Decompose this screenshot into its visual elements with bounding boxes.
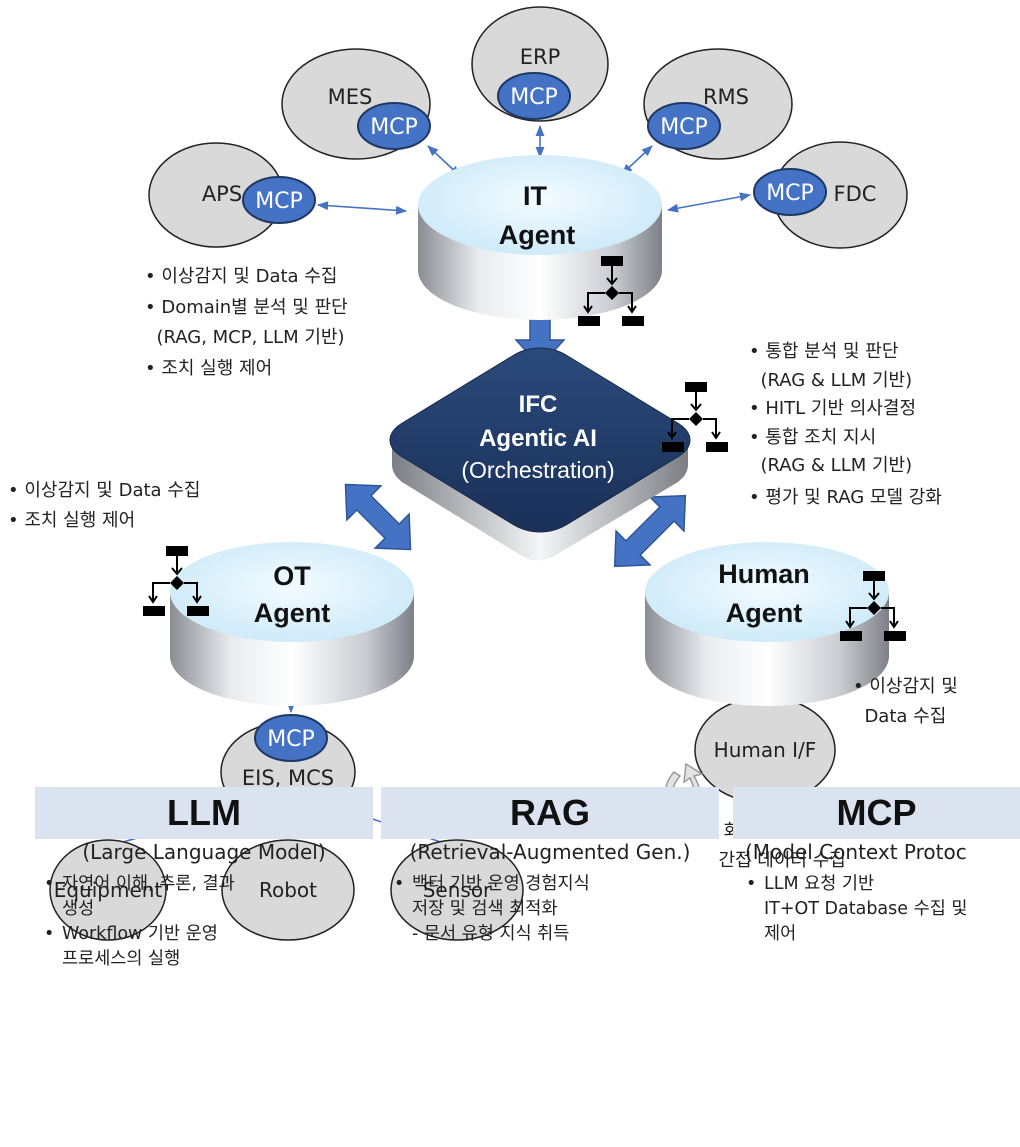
list-item: 자연어 이해, 추론, 결과 생성 [42, 872, 372, 922]
legend-llm-bullets: 자연어 이해, 추론, 결과 생성 Workflow 기반 운영 프로세스의 실… [42, 872, 372, 972]
fdc-system: FDC [772, 141, 908, 249]
thick-arrow-ifc-human [613, 494, 687, 568]
human-if-label: Human I/F [714, 738, 817, 762]
mcp-badge-erp: MCP [497, 72, 571, 120]
list-item: LLM 요청 기반 IT+OT Database 수집 및 제어 [744, 872, 1020, 947]
note-ifc: • 통합 분석 및 판단 (RAG & LLM 기반) • HITL 기반 의사… [749, 341, 942, 508]
ot-agent-line2: Agent [254, 598, 331, 628]
legend-llm-header: LLM [35, 787, 373, 839]
legend-llm-title: LLM [167, 792, 241, 833]
svg-text:MCP: MCP [255, 189, 303, 214]
arrow-aps-it [316, 201, 408, 215]
eis-mcs-label: EIS, MCS [242, 766, 334, 790]
ot-agent-line1: OT [273, 561, 311, 591]
svg-text:• 이상감지 및: • 이상감지 및 [853, 676, 958, 697]
svg-text:(RAG & LLM 기반): (RAG & LLM 기반) [749, 455, 912, 476]
legend-mcp-title: MCP [836, 792, 917, 833]
svg-text:• 통합 조치 지시: • 통합 조치 지시 [749, 427, 876, 448]
note-ot: • 이상감지 및 Data 수집 • 조치 실행 제어 [8, 480, 200, 531]
ot-agent-cylinder: OT Agent [170, 542, 414, 706]
svg-text:• HITL 기반 의사결정: • HITL 기반 의사결정 [749, 398, 916, 419]
legend-mcp-bullets: LLM 요청 기반 IT+OT Database 수집 및 제어 [744, 872, 1020, 947]
mcp-badge-fdc: MCP [753, 168, 827, 216]
it-agent-line1: IT [523, 181, 548, 211]
erp-label: ERP [520, 45, 561, 69]
svg-text:• 이상감지 및 Data 수집: • 이상감지 및 Data 수집 [8, 480, 200, 501]
legend-mcp-subtitle: (Model Context Protoc [745, 840, 967, 864]
legend-llm-subtitle: (Large Language Model) [82, 840, 326, 864]
svg-text:• 통합 분석 및 판단: • 통합 분석 및 판단 [749, 341, 898, 362]
fdc-label: FDC [834, 182, 877, 206]
list-item: 백터 기반 운영 경험지식 저장 및 검색 최적화 - 문서 유형 지식 취득 [392, 872, 712, 947]
svg-text:MCP: MCP [370, 115, 418, 140]
human-agent-line2: Agent [726, 598, 803, 628]
mcp-badge-aps: MCP [242, 176, 316, 224]
arrow-rms-it [621, 145, 653, 175]
svg-text:간접 데이터 수집: 간접 데이터 수집 [707, 850, 846, 871]
legend-rag-header: RAG [381, 787, 719, 839]
svg-text:• 조치 실행 제어: • 조치 실행 제어 [8, 510, 135, 531]
svg-text:• 조치 실행 제어: • 조치 실행 제어 [145, 358, 272, 379]
human-if-system: Human I/F [694, 696, 836, 804]
aps-label: APS [202, 182, 242, 206]
svg-text:(RAG & LLM 기반): (RAG & LLM 기반) [749, 370, 912, 391]
mcp-badges: MCP MCP MCP MCP MCP MCP [242, 72, 827, 762]
ifc-line3: (Orchestration) [461, 457, 614, 483]
human-agent-line1: Human [718, 559, 810, 589]
note-human: • 이상감지 및 Data 수집 [853, 676, 958, 727]
rms-label: RMS [703, 85, 749, 109]
svg-text:• 평가 및 RAG 모델 강화: • 평가 및 RAG 모델 강화 [749, 487, 942, 508]
it-agent-cylinder: IT Agent [418, 155, 662, 320]
legend-rag-subtitle: (Retrieval-Augmented Gen.) [409, 840, 691, 864]
mcp-badge-mes: MCP [357, 102, 431, 150]
workflow-icon-it [578, 256, 644, 326]
workflow-icon-ifc [662, 382, 728, 452]
ifc-line1: IFC [519, 391, 558, 418]
legend-rag-bullets: 백터 기반 운영 경험지식 저장 및 검색 최적화 - 문서 유형 지식 취득 [392, 872, 712, 947]
svg-text:• 이상감지 및 Data 수집: • 이상감지 및 Data 수집 [145, 266, 337, 287]
ifc-line2: Agentic AI [479, 425, 597, 452]
list-item: Workflow 기반 운영 프로세스의 실행 [42, 922, 372, 972]
mcp-badge-rms: MCP [647, 102, 721, 150]
thick-arrow-ifc-ot [344, 483, 412, 551]
svg-text:• Domain별 분석 및 판단: • Domain별 분석 및 판단 [145, 297, 348, 318]
workflow-icon-ot [143, 546, 209, 616]
ifc-agentic-ai-node: IFC Agentic AI (Orchestration) [389, 347, 691, 561]
mcp-badge-eis: MCP [254, 714, 328, 762]
legend-mcp-header: MCP [733, 787, 1020, 839]
workflow-icon-human [840, 571, 906, 641]
arrow-fdc-it [666, 192, 752, 213]
svg-text:(RAG, MCP, LLM 기반): (RAG, MCP, LLM 기반) [145, 327, 344, 348]
svg-text:MCP: MCP [766, 181, 814, 206]
legend-rag-title: RAG [510, 792, 590, 833]
svg-text:MCP: MCP [267, 727, 315, 752]
mes-label: MES [328, 85, 373, 109]
svg-text:Data 수집: Data 수집 [853, 706, 946, 727]
svg-text:MCP: MCP [660, 115, 708, 140]
it-agent-line2: Agent [499, 220, 576, 250]
note-it: • 이상감지 및 Data 수집 • Domain별 분석 및 판단 (RAG,… [145, 266, 348, 379]
human-agent-cylinder: Human Agent [645, 542, 889, 706]
svg-text:MCP: MCP [510, 85, 558, 110]
